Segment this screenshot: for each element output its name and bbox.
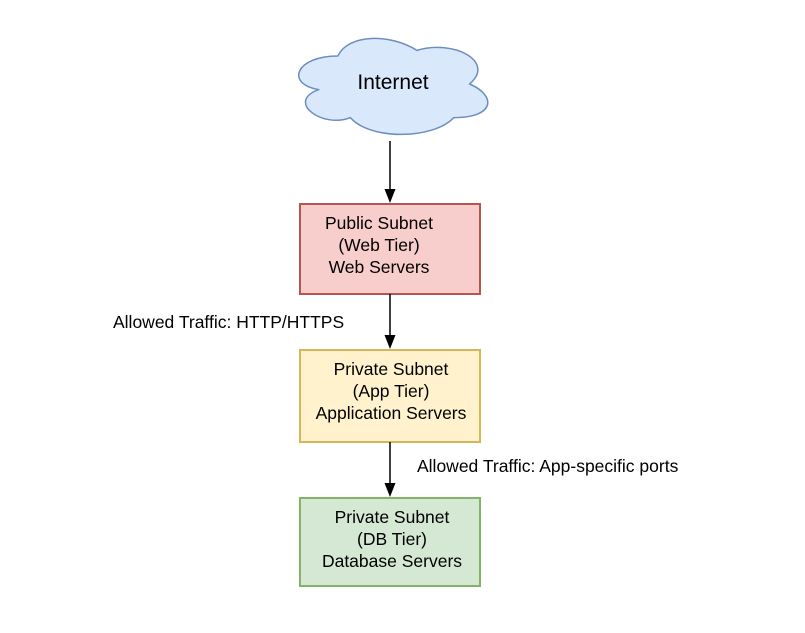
edge-label-app-ports: Allowed Traffic: App-specific ports [417, 456, 679, 476]
db-tier-label-line2: (DB Tier) [357, 529, 427, 549]
web-tier-label-line2: (Web Tier) [338, 235, 419, 255]
web-tier-label-line3: Web Servers [329, 257, 430, 277]
app-tier-label-line1: Private Subnet [334, 359, 449, 379]
arrow-app-to-db [384, 442, 396, 497]
web-tier-node: Public Subnet (Web Tier) Web Servers [299, 203, 481, 295]
internet-label: Internet [357, 71, 428, 94]
app-tier-label-line3: Application Servers [316, 403, 467, 423]
internet-node: Internet [298, 37, 489, 136]
arrowhead [384, 335, 396, 349]
web-tier-label-line1: Public Subnet [325, 213, 433, 233]
app-tier-node: Private Subnet (App Tier) Application Se… [299, 349, 481, 443]
internet-cloud-shape [298, 37, 489, 136]
db-tier-node: Private Subnet (DB Tier) Database Server… [299, 497, 481, 587]
db-tier-label-line3: Database Servers [322, 551, 462, 571]
app-tier-box [299, 349, 481, 443]
web-tier-box [299, 203, 481, 295]
arrowhead [384, 189, 396, 203]
db-tier-box [299, 497, 481, 587]
db-tier-label-line1: Private Subnet [335, 507, 450, 527]
app-tier-label-line2: (App Tier) [353, 381, 430, 401]
arrow-web-to-app [384, 294, 396, 349]
arrow-internet-to-web [384, 141, 396, 203]
edge-label-http-https: Allowed Traffic: HTTP/HTTPS [113, 312, 344, 332]
arrowhead [384, 483, 396, 497]
